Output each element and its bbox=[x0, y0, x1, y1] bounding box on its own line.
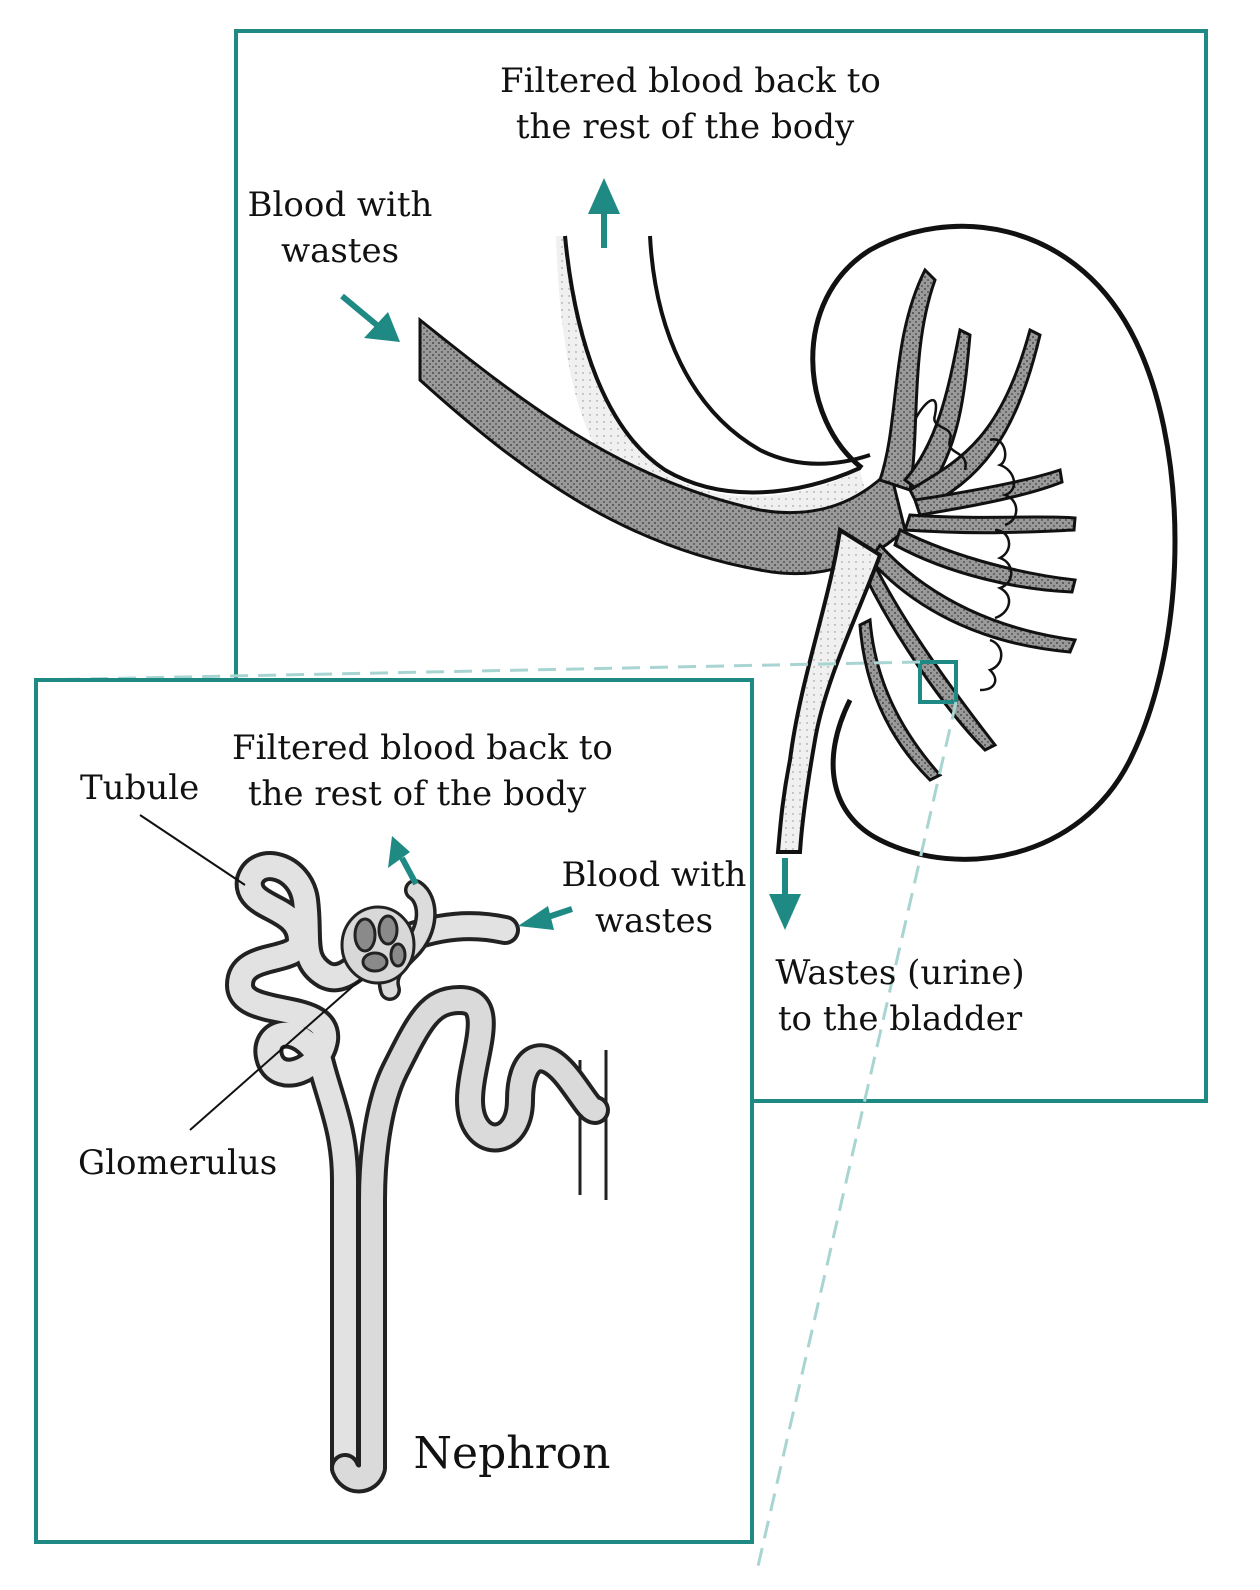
kidney-filtered-line1: Filtered blood back to bbox=[500, 61, 881, 101]
kidney-outline bbox=[810, 223, 1178, 862]
nephron-blood-line1: Blood with bbox=[561, 855, 747, 895]
glomerulus bbox=[340, 905, 416, 985]
urine-line2: to the bladder bbox=[777, 999, 1023, 1039]
nephron-filtered-blood-label: Filtered blood back to the rest of the b… bbox=[232, 725, 613, 817]
nephron-blood-with-wastes-label: Blood with wastes bbox=[556, 852, 752, 944]
zoom-line-top bbox=[35, 660, 921, 682]
nephron-filtered-line2: the rest of the body bbox=[247, 774, 587, 814]
kidney-filtered-blood-label: Filtered blood back to the rest of the b… bbox=[500, 58, 881, 150]
glomerulus-leader-line bbox=[189, 979, 361, 1131]
kidney-blood-line2: wastes bbox=[280, 231, 400, 271]
kidney-cortex-waves bbox=[913, 398, 1018, 692]
wastes-to-bladder-label: Wastes (urine) to the bladder bbox=[770, 950, 1030, 1042]
arrow-left-icon bbox=[518, 906, 573, 930]
zoom-target-box bbox=[918, 660, 958, 704]
tubule-leader-line bbox=[139, 814, 246, 886]
nephron-filtered-line1: Filtered blood back to bbox=[232, 728, 613, 768]
zoom-line-bottom bbox=[754, 701, 958, 1576]
kidney-blood-line1: Blood with bbox=[247, 185, 433, 225]
urine-line1: Wastes (urine) bbox=[775, 953, 1025, 993]
renal-vein bbox=[556, 236, 870, 534]
arrow-up-left-icon bbox=[388, 836, 419, 886]
kidney-branches bbox=[858, 267, 1078, 752]
arrow-down-right-icon bbox=[340, 293, 400, 342]
kidney-filtered-line2: the rest of the body bbox=[515, 107, 855, 147]
arrow-up-icon bbox=[588, 178, 620, 248]
glomerulus-label: Glomerulus bbox=[78, 1143, 278, 1183]
nephron-blood-line2: wastes bbox=[594, 901, 714, 941]
renal-vein-wall-right bbox=[648, 235, 871, 466]
renal-vein-wall-left bbox=[563, 235, 861, 495]
nephron-title: Nephron bbox=[413, 1428, 611, 1479]
tubule-label: Tubule bbox=[80, 768, 200, 808]
ureter bbox=[775, 526, 883, 854]
arrow-down-icon bbox=[769, 858, 801, 930]
kidney-blood-with-wastes-label: Blood with wastes bbox=[240, 182, 440, 274]
kidney-pelvis-branch bbox=[858, 617, 943, 782]
